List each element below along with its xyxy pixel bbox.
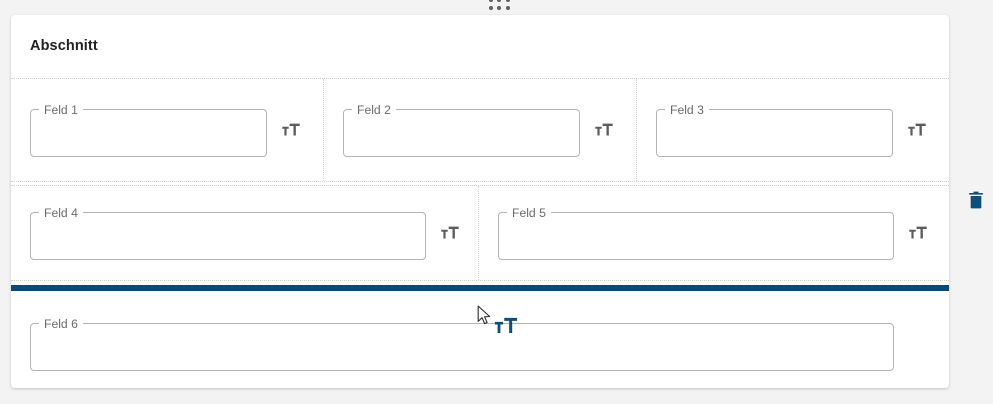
- field-cell-feld-2[interactable]: Feld 2: [324, 79, 637, 181]
- input-feld-4[interactable]: [30, 206, 426, 260]
- field-feld-2[interactable]: Feld 2: [343, 103, 580, 157]
- drag-dot: [505, 0, 510, 2]
- text-fields-icon[interactable]: [907, 222, 929, 244]
- field-cell-feld-3[interactable]: Feld 3: [637, 79, 949, 181]
- section-title: Abschnitt: [30, 38, 98, 54]
- drop-indicator: [11, 285, 949, 291]
- field-row: Feld 1 Feld 2: [11, 78, 949, 182]
- field-cell-feld-4[interactable]: Feld 4: [11, 186, 479, 280]
- drag-dot: [497, 0, 502, 2]
- field-cell-feld-5[interactable]: Feld 5: [479, 186, 949, 280]
- input-feld-1[interactable]: [30, 103, 267, 157]
- input-feld-3[interactable]: [656, 103, 893, 157]
- field-row: Feld 6: [11, 295, 949, 388]
- field-feld-5[interactable]: Feld 5: [498, 206, 894, 260]
- field-row: Feld 4 Feld 5: [11, 185, 949, 281]
- field-feld-6[interactable]: Feld 6: [30, 317, 894, 371]
- delete-section-button[interactable]: [966, 189, 986, 211]
- field-feld-1[interactable]: Feld 1: [30, 103, 267, 157]
- field-cell-feld-1[interactable]: Feld 1: [11, 79, 324, 181]
- field-feld-4[interactable]: Feld 4: [30, 206, 426, 260]
- field-feld-3[interactable]: Feld 3: [656, 103, 893, 157]
- drag-dot: [489, 0, 493, 2]
- section-drag-handle[interactable]: [489, 0, 511, 12]
- text-fields-icon[interactable]: [492, 312, 520, 340]
- drag-dot: [505, 6, 510, 10]
- text-fields-icon[interactable]: [439, 222, 461, 244]
- input-feld-5[interactable]: [498, 206, 894, 260]
- section-card: Abschnitt Feld 1 Feld 2: [11, 15, 949, 388]
- input-feld-6[interactable]: [30, 317, 894, 371]
- text-fields-icon[interactable]: [593, 119, 615, 141]
- drag-dot: [497, 6, 502, 10]
- text-fields-icon[interactable]: [280, 119, 302, 141]
- drag-dot: [489, 6, 493, 10]
- text-fields-icon[interactable]: [906, 119, 928, 141]
- input-feld-2[interactable]: [343, 103, 580, 157]
- field-cell-feld-6[interactable]: Feld 6: [11, 295, 949, 388]
